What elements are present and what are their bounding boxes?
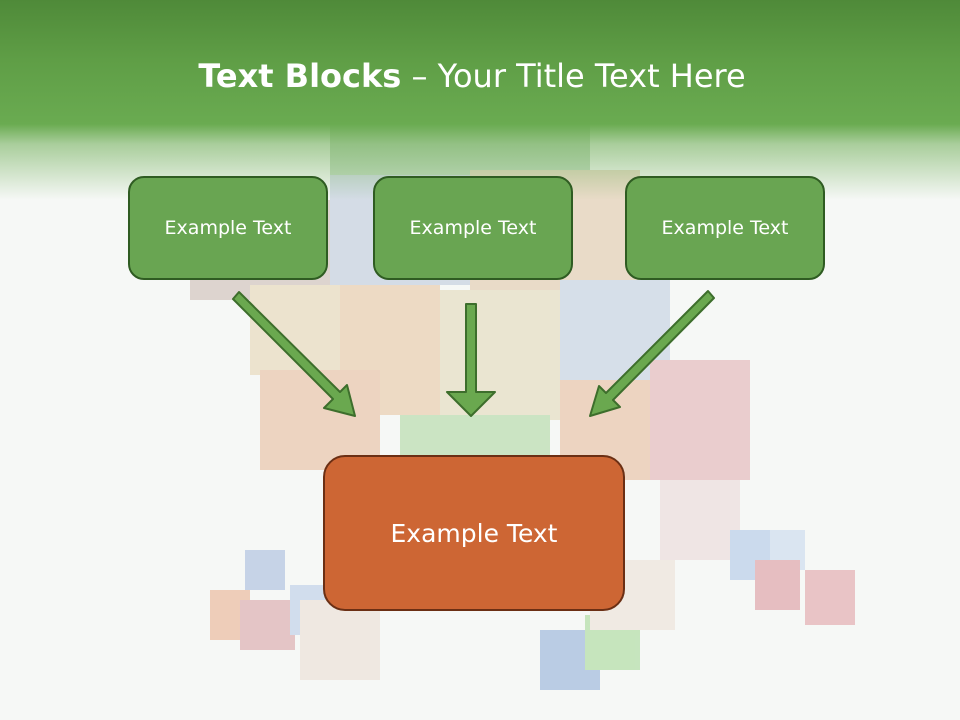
text-block-2: Example Text <box>373 176 573 280</box>
title-bold-text: Text Blocks <box>198 57 402 95</box>
slide-title: Text Blocks – Your Title Text Here <box>0 54 944 98</box>
text-block-1-label: Example Text <box>164 217 292 239</box>
text-block-1: Example Text <box>128 176 328 280</box>
title-rest-text: – Your Title Text Here <box>401 57 746 95</box>
text-block-3-label: Example Text <box>661 217 789 239</box>
text-block-2-label: Example Text <box>409 217 537 239</box>
main-text-block-label: Example Text <box>390 518 558 548</box>
header-band <box>0 0 960 200</box>
text-block-3: Example Text <box>625 176 825 280</box>
main-text-block: Example Text <box>323 455 625 611</box>
